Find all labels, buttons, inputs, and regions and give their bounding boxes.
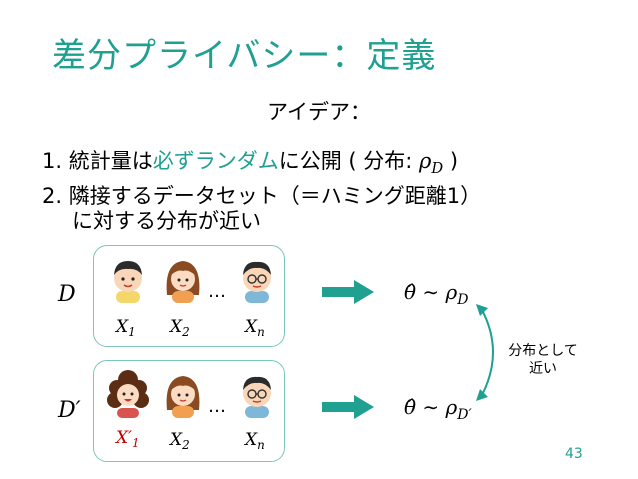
person-girl-icon: [166, 261, 200, 303]
item-1-text-after: に公開 ( 分布:: [278, 149, 420, 173]
item-1-rho-sub: D: [431, 160, 444, 178]
slide-title: 差分プライバシー：定義: [52, 36, 437, 76]
dataset-d-prime-label: D′: [58, 398, 81, 423]
item-1-rho: ρ: [419, 149, 432, 173]
item-1-highlight: 必ずランダム: [152, 149, 279, 173]
item-1-number: 1.: [42, 149, 63, 173]
dataset-d-x2: X2: [170, 317, 190, 340]
item-1: 1. 統計量は必ずランダムに公開 ( 分布: ρD ): [42, 145, 458, 177]
page-number: 43: [565, 446, 583, 462]
dataset-d-ellipsis: …: [208, 281, 226, 302]
person-girl-icon-2: [166, 376, 200, 418]
person-woman-curly-icon: [107, 370, 149, 418]
dataset-d-prime-ellipsis: …: [208, 396, 226, 417]
item-2-line-2: に対する分布が近い: [72, 209, 261, 233]
person-man-glasses-icon-2: [243, 376, 271, 418]
item-2-number: 2.: [42, 184, 63, 208]
item-2: 2. 隣接するデータセット（＝ハミング距離1）: [42, 180, 481, 210]
dataset-d-label: D: [58, 282, 76, 307]
dataset-d-prime-x1: X′1: [116, 428, 140, 451]
dataset-d-x1: X1: [116, 317, 136, 340]
double-arrow-icon: [476, 304, 494, 401]
similar-distribution-note: 分布として 近い: [508, 343, 578, 377]
output-bottom-formula: θ̂ ∼ ρD′: [404, 395, 472, 423]
item-1-text-before: 統計量は: [68, 149, 153, 173]
person-man-glasses-icon: [243, 261, 271, 303]
dataset-d-prime-xn: Xn: [245, 430, 265, 453]
right-arrow-icon: [322, 280, 374, 304]
right-arrow-icon-2: [322, 395, 374, 419]
output-top-formula: θ̂ ∼ ρD: [404, 280, 469, 308]
person-boy-icon: [114, 261, 142, 303]
dataset-d-prime-x2: X2: [170, 430, 190, 453]
dataset-d-xn: Xn: [245, 317, 265, 340]
item-1-close: ): [443, 149, 459, 173]
item-2-line-1: 隣接するデータセット（＝ハミング距離1）: [68, 184, 482, 208]
idea-heading: アイデア：: [267, 100, 371, 124]
